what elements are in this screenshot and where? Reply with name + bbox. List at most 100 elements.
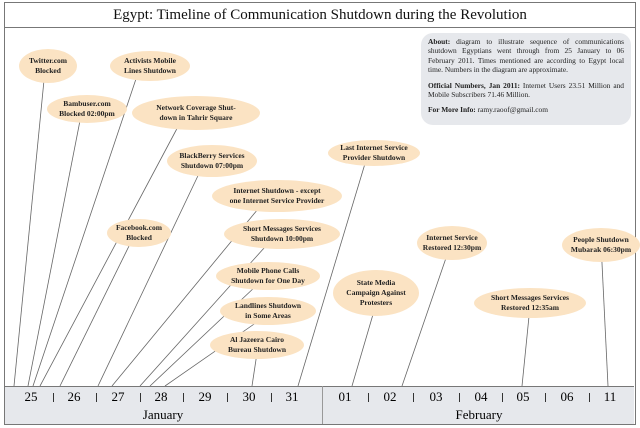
day-label: 02 bbox=[383, 389, 397, 404]
event-text: Restored 12:35am bbox=[501, 303, 559, 312]
day-label: 30 bbox=[242, 389, 256, 404]
event-connector-line bbox=[39, 127, 178, 387]
event-text: Bambuser.com bbox=[63, 99, 111, 108]
event-text: Shutdown 10:00pm bbox=[250, 234, 314, 243]
day-separator bbox=[270, 393, 272, 402]
about-box: About: diagram to illustrate sequence of… bbox=[421, 33, 631, 125]
day-label: 31 bbox=[285, 389, 299, 404]
day-label: 11 bbox=[603, 389, 617, 404]
event-text: Protesters bbox=[359, 298, 393, 307]
event-text: Campaign Against bbox=[346, 288, 406, 297]
month-february: February bbox=[455, 407, 503, 422]
event-connector-line bbox=[59, 244, 130, 387]
day-separator bbox=[502, 393, 503, 402]
day-label: 04 bbox=[474, 389, 488, 404]
event-connector-line bbox=[27, 120, 81, 387]
event-text: State Media bbox=[356, 278, 396, 287]
event-connector-line bbox=[297, 163, 366, 387]
event-text: Mobile Phone Calls bbox=[236, 266, 300, 275]
event-text: Restored 12:30pm bbox=[422, 243, 482, 252]
event-text: Blocked bbox=[126, 233, 152, 242]
day-separator bbox=[183, 393, 184, 402]
day-separator bbox=[52, 393, 54, 402]
event-connector-line bbox=[97, 174, 199, 387]
event-text: Short Messages Services bbox=[243, 224, 321, 233]
official-text: Internet Users 23.51 Million and Mobile … bbox=[428, 80, 624, 100]
event-text: Short Messages Services bbox=[491, 293, 569, 302]
event-text: Activists Mobile bbox=[124, 56, 176, 65]
event-text: Internet Shutdown - except bbox=[233, 186, 321, 195]
day-separator bbox=[367, 393, 369, 402]
event-connector-line bbox=[401, 257, 447, 387]
event-text: Lines Shutdown bbox=[124, 66, 176, 75]
day-label: 01 bbox=[338, 389, 352, 404]
event-connector-line bbox=[351, 313, 374, 387]
event-text: Provider Shutdown bbox=[342, 153, 406, 162]
event-connector-line bbox=[521, 315, 530, 387]
event-text: Last Internet Service bbox=[340, 143, 408, 152]
day-label: 06 bbox=[560, 389, 574, 404]
diagram-frame bbox=[4, 28, 636, 425]
event-text: Landlines Shutdown bbox=[234, 301, 302, 310]
event-text: Blocked bbox=[35, 66, 61, 75]
day-label: 27 bbox=[111, 389, 125, 404]
event-text: Twitter.com bbox=[28, 56, 68, 65]
event-text: Internet Service bbox=[426, 233, 478, 242]
more-info-email: ramy.raoof@gmail.com bbox=[475, 105, 548, 115]
event-text: Shutdown for One Day bbox=[231, 276, 305, 285]
about-text: diagram to illustrate sequence of commun… bbox=[428, 37, 624, 75]
event-text: Al Jazeera Cairo bbox=[229, 335, 284, 344]
event-connector-line bbox=[32, 78, 137, 387]
event-text: Network Coverage Shut- bbox=[156, 103, 236, 112]
event-text: Mubarak 06:30pm bbox=[570, 245, 632, 254]
event-connector-line bbox=[13, 80, 45, 387]
event-text: one Internet Service Provider bbox=[229, 196, 325, 205]
event-text: Blocked 02:00pm bbox=[59, 109, 115, 118]
month-divider bbox=[322, 386, 323, 424]
day-separator bbox=[413, 393, 414, 402]
event-text: in Some Areas bbox=[245, 311, 291, 320]
day-label: 28 bbox=[154, 389, 168, 404]
more-info-label: For More Info: bbox=[428, 105, 476, 115]
diagram-title: Egypt: Timeline of Communication Shutdow… bbox=[4, 2, 636, 28]
day-label: 03 bbox=[429, 389, 443, 404]
day-separator bbox=[96, 393, 97, 402]
day-separator bbox=[545, 393, 546, 402]
day-separator bbox=[458, 393, 460, 402]
official-label: Official Numbers, Jan 2011: bbox=[428, 80, 520, 90]
event-text: Bureau Shutdown bbox=[227, 345, 286, 354]
event-connector-line bbox=[251, 356, 257, 387]
event-text: Facebook.com bbox=[115, 223, 163, 232]
month-axis: January February bbox=[5, 406, 634, 424]
event-connector-line bbox=[601, 259, 609, 387]
event-bubble: Network Coverage Shut-down in Tahrir Squ… bbox=[132, 96, 260, 130]
day-separator bbox=[227, 393, 228, 402]
about-label: About: bbox=[428, 37, 451, 46]
day-label: 29 bbox=[198, 389, 212, 404]
event-text: BlackBerry Services bbox=[179, 151, 245, 160]
event-text: People Shutdown bbox=[573, 235, 629, 244]
day-separator bbox=[588, 393, 590, 402]
day-separator bbox=[139, 393, 141, 402]
event-text: Shutdown 07:00pm bbox=[180, 161, 244, 170]
day-label: 26 bbox=[67, 389, 81, 404]
month-january: January bbox=[142, 407, 184, 422]
event-text: down in Tahrir Square bbox=[159, 113, 233, 122]
day-label: 05 bbox=[516, 389, 530, 404]
